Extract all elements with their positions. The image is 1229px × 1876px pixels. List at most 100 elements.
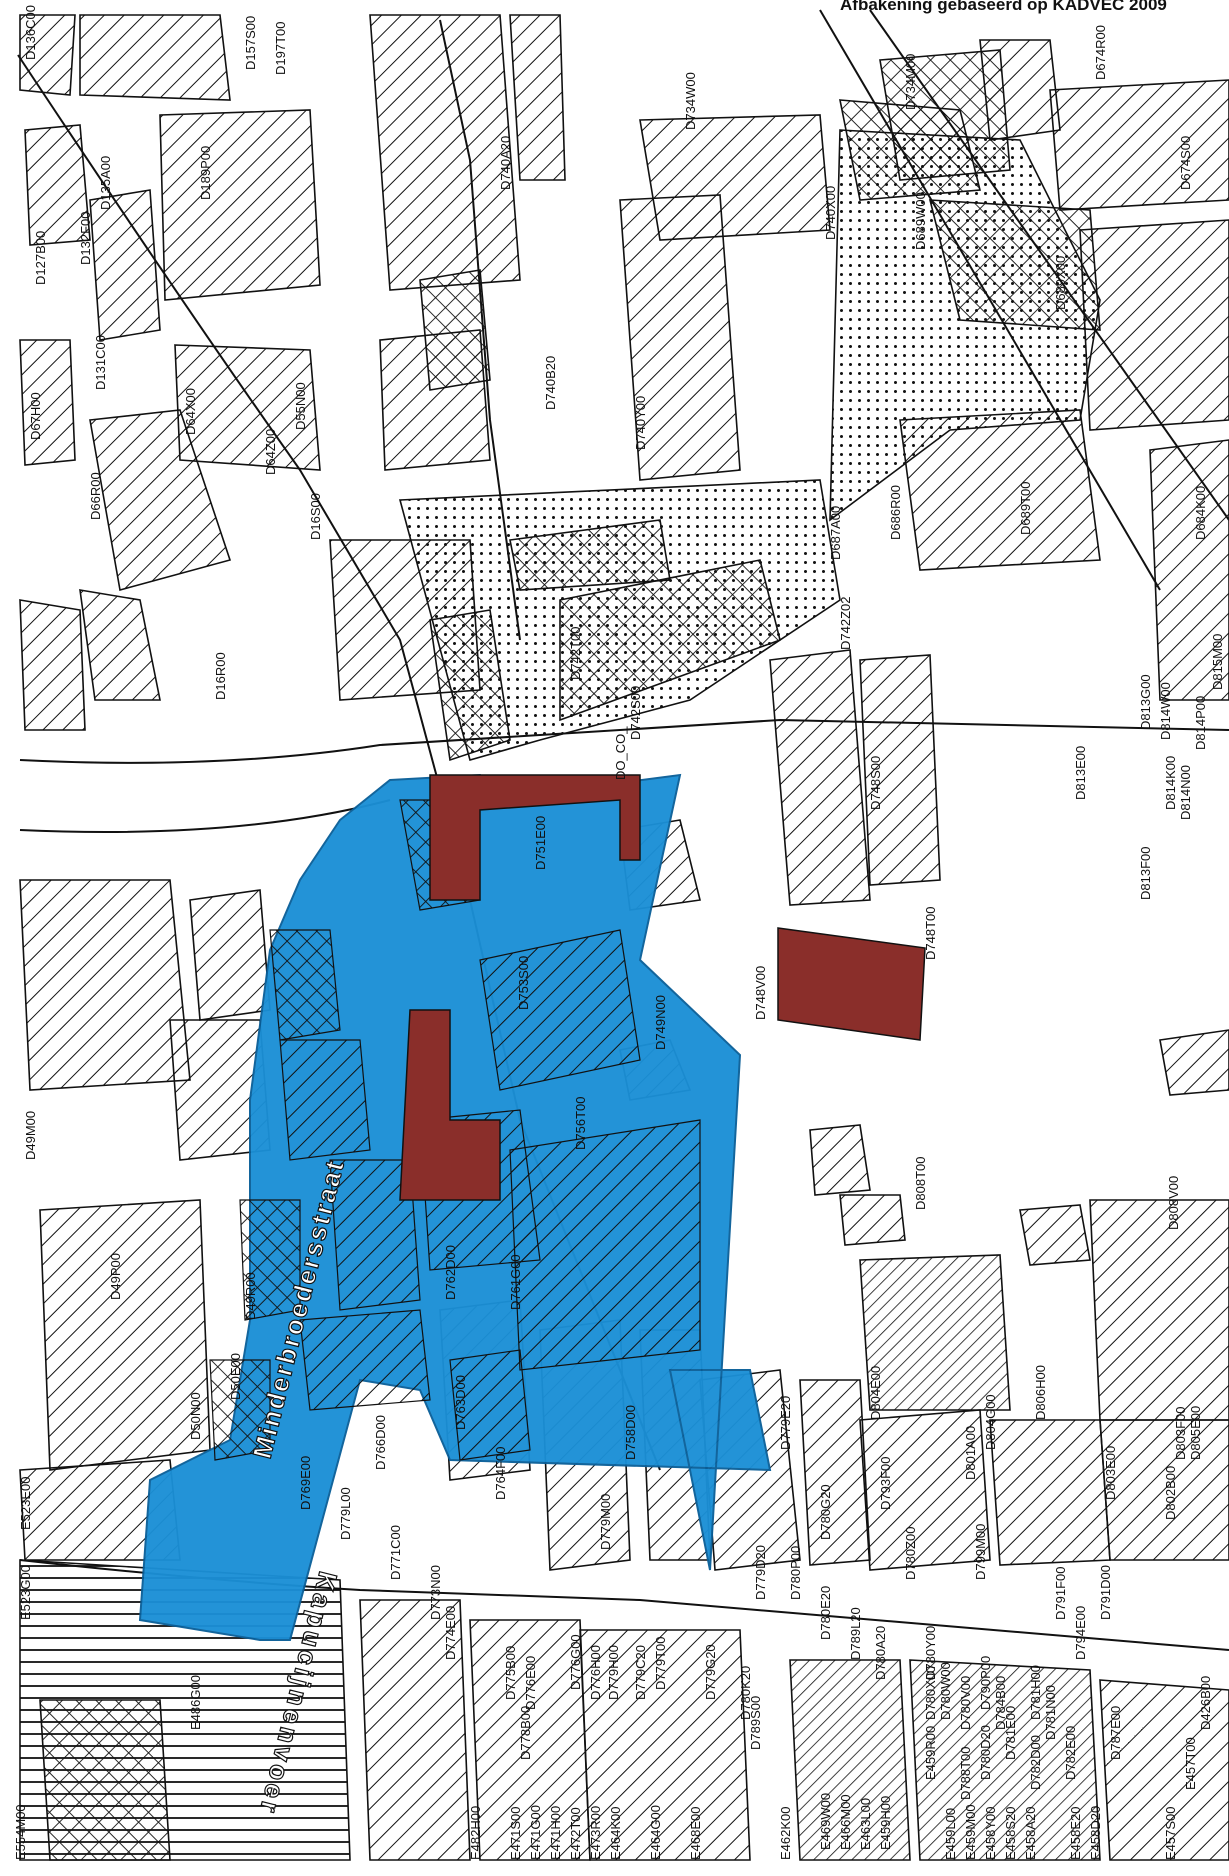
parcel-label: D780G20 [818, 1484, 833, 1540]
parcel-label: E471H00 [548, 1806, 563, 1860]
parcel-label: D763D00 [453, 1375, 468, 1430]
parcel-label: D734M00 [903, 54, 918, 110]
protected-building-center [399, 1009, 501, 1201]
parcel-label: D779G20 [703, 1644, 718, 1700]
parcel-label: D780E20 [818, 1586, 833, 1640]
protected-building-north [429, 774, 641, 901]
parcel-label: D689W00 [913, 192, 928, 250]
parcel-label: D67H00 [28, 392, 43, 440]
parcel-label: D781E00 [1003, 1706, 1018, 1760]
parcel-label: D781H00 [1028, 1665, 1043, 1720]
parcel-label: E458D20 [1088, 1806, 1103, 1860]
parcel-label: D742Z02 [838, 597, 853, 650]
parcel-label: D779C20 [633, 1645, 648, 1700]
parcel-label: D740X00 [823, 186, 838, 240]
protected-building-east [777, 927, 926, 1041]
parcel-label: D804G00 [983, 1394, 998, 1450]
parcel-label: D49R00 [243, 1272, 258, 1320]
crosshatch-parcels [39, 99, 1101, 1861]
parcel-label: D808T00 [913, 1157, 928, 1210]
parcel-label: E458E20 [1068, 1807, 1083, 1861]
parcel-label: D742S00 [628, 686, 643, 740]
parcel-label: D189P00 [198, 146, 213, 200]
parcel-label: E459M00 [963, 1804, 978, 1860]
parcel-label: D687A00 [828, 506, 843, 560]
parcel-label: D686R00 [888, 485, 903, 540]
parcel-label: E554M00 [13, 1804, 28, 1860]
parcel-label: D815M00 [1210, 634, 1225, 690]
parcel-label: D131C00 [93, 335, 108, 390]
parcel-label: D753S00 [516, 956, 531, 1010]
parcel-label: D799M00 [973, 1524, 988, 1580]
parcel-label: D779L00 [338, 1487, 353, 1540]
parcel-label: D50E00 [228, 1353, 243, 1400]
parcel-label: D50N00 [188, 1392, 203, 1440]
parcel-label: E457T00 [1183, 1737, 1198, 1790]
project-area [138, 773, 772, 1641]
parcel-label: D773N00 [428, 1565, 443, 1620]
parcel-label: D801A00 [963, 1426, 978, 1480]
parcel-label: D787E00 [1108, 1706, 1123, 1760]
parcel-label: D740B20 [543, 356, 558, 410]
parcel-label: D793F00 [878, 1457, 893, 1510]
parcel-label: D16S00 [308, 493, 323, 540]
parcel-labels: D136C00 D157S00 D197T00 D189P00 D135A00 … [13, 5, 1225, 1860]
parcel-label: D734W00 [683, 72, 698, 130]
parcel-label: D64X00 [183, 388, 198, 435]
parcel-label: D780A20 [873, 1626, 888, 1680]
parcel-label: D776G00 [568, 1634, 583, 1690]
parcel-label: D674R00 [1093, 25, 1108, 80]
parcel-label: E523E00 [18, 1477, 33, 1531]
parcel-label: D742T00 [568, 627, 583, 680]
parcel-label: E472T00 [568, 1807, 583, 1860]
parcel-label: D769E00 [298, 1456, 313, 1510]
parcel-label: D197T00 [273, 22, 288, 75]
parcel-label: D805E00 [1188, 1406, 1203, 1460]
parcel-label: D780D20 [978, 1725, 993, 1780]
parcel-label: D804E00 [868, 1366, 883, 1420]
parcel-label: D674S00 [1178, 136, 1193, 190]
parcel-label: D779D20 [753, 1545, 768, 1600]
parcel-label: D789L20 [848, 1607, 863, 1660]
parcel-label: E473R00 [588, 1806, 603, 1860]
parcel-label: E458Y00 [983, 1807, 998, 1861]
parcel-label: D748V00 [753, 966, 768, 1020]
parcel-label: D751E00 [533, 816, 548, 870]
parcel-label: D789S00 [748, 1696, 763, 1750]
parcel-label: D780P00 [788, 1546, 803, 1600]
parcel-label: D779M00 [598, 1494, 613, 1550]
parcel-label: E464K00 [608, 1807, 623, 1861]
parcel-label: D761G00 [508, 1254, 523, 1310]
parcel-label: D756T00 [573, 1097, 588, 1150]
parcel-label: D788T00 [958, 1747, 973, 1800]
parcel-label: D782E00 [1063, 1726, 1078, 1780]
parcel-label: D740A20 [498, 136, 513, 190]
parcel-label: D127B00 [33, 231, 48, 285]
parcel-label: D684K00 [1193, 486, 1208, 540]
parcel-label: D779H00 [606, 1645, 621, 1700]
parcel-label: E464G00 [648, 1805, 663, 1860]
parcel-label: D780K20 [738, 1666, 753, 1720]
parcel-label: D780V00 [958, 1676, 973, 1730]
parcel-label: D780X00 [923, 1666, 938, 1720]
parcel-label: D803E00 [1103, 1446, 1118, 1500]
parcel-label: D808V00 [1166, 1176, 1181, 1230]
parcel-label: E468E00 [688, 1807, 703, 1861]
parcel-label: D780W00 [938, 1662, 953, 1720]
parcel-label: D740Y00 [633, 396, 648, 450]
parcel-label: D813E00 [1073, 746, 1088, 800]
parcel-label: D16R00 [213, 652, 228, 700]
parcel-label: D66R00 [88, 472, 103, 520]
parcel-label: D426B00 [1198, 1676, 1213, 1730]
parcel-label: D813F00 [1138, 847, 1153, 900]
parcel-label: D136C00 [23, 5, 38, 60]
parcel-label: D791F00 [1053, 1567, 1068, 1620]
parcel-label: D764F00 [493, 1447, 508, 1500]
protected-buildings [399, 774, 926, 1201]
parcel-label: D806H00 [1033, 1365, 1048, 1420]
parcel-label: D802B00 [1163, 1466, 1178, 1520]
parcel-label: D748S00 [868, 756, 883, 810]
parcel-label: D689T00 [1018, 482, 1033, 535]
parcel-label: D774E00 [443, 1606, 458, 1660]
